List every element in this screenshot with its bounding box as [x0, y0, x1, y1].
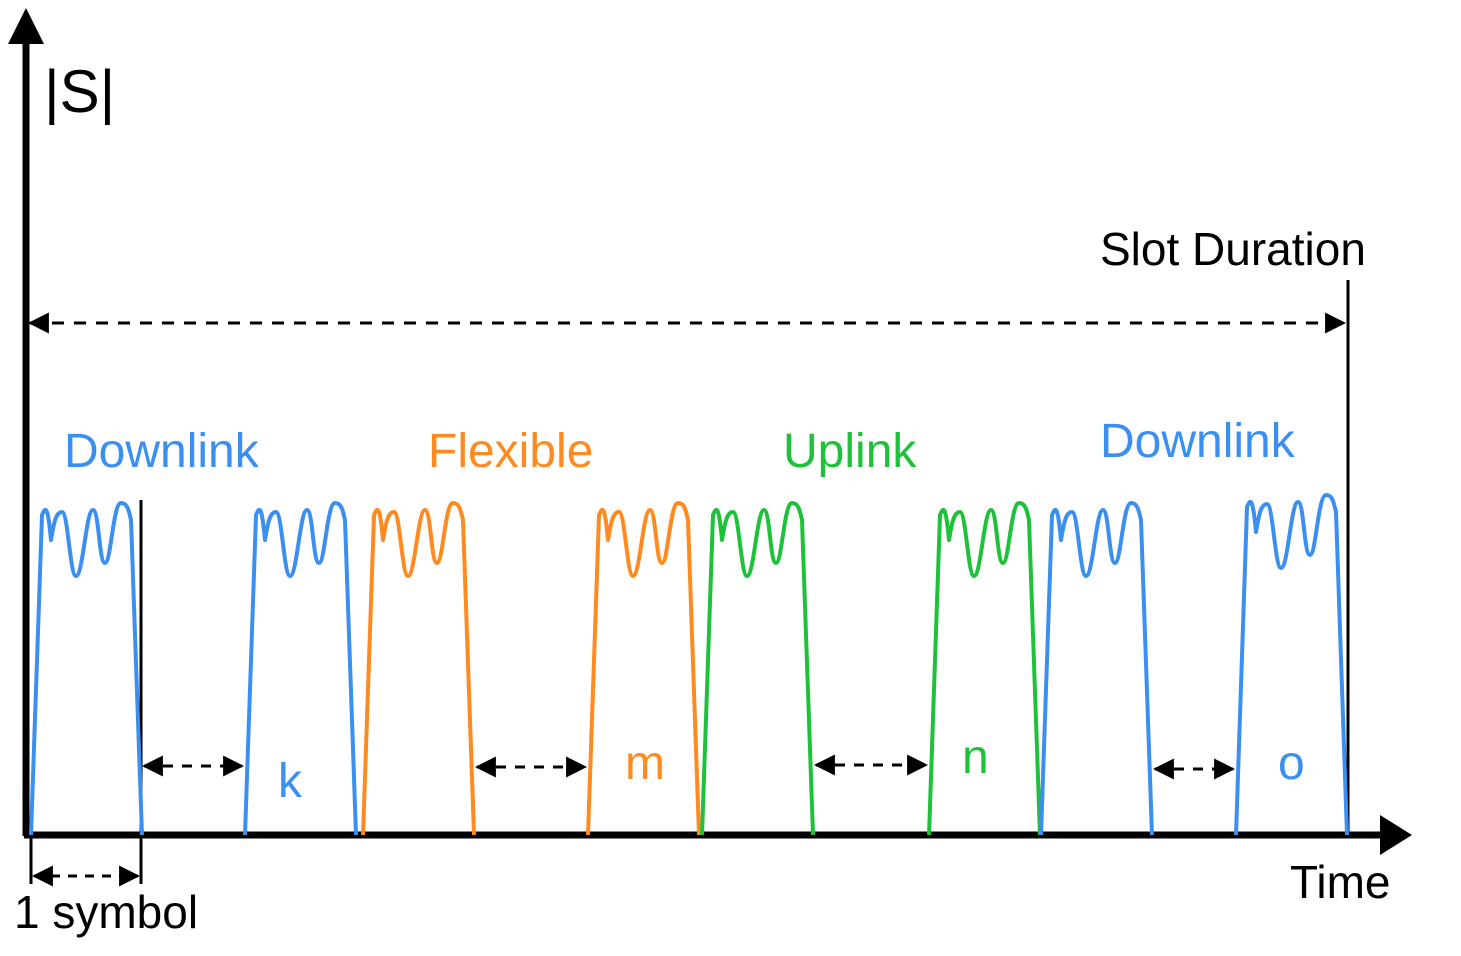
symbol-waveform-flexible-b — [586, 501, 701, 836]
index-label-n: n — [962, 731, 989, 784]
y-axis-arrowhead — [8, 8, 44, 44]
symbol-waveform-uplink-a — [700, 501, 815, 836]
symbol-waveform-flexible-a — [361, 501, 476, 836]
group-title-uplink: Uplink — [783, 425, 917, 478]
slot-duration-label: Slot Duration — [1100, 223, 1366, 275]
index-label-m: m — [625, 737, 665, 790]
symbol-waveform-downlink-2b — [1234, 493, 1349, 836]
symbol-waveform-downlink-1a — [29, 501, 144, 836]
index-label-k: k — [278, 755, 303, 808]
waveform-layer — [29, 493, 1349, 836]
symbol-waveform-downlink-1b — [243, 501, 358, 836]
x-axis-arrowhead — [1380, 815, 1412, 855]
index-label-o: o — [1278, 737, 1305, 790]
group-title-downlink-1: Downlink — [64, 425, 260, 478]
symbol-waveform-uplink-b — [927, 501, 1042, 836]
symbol-label: 1 symbol — [14, 886, 198, 938]
group-title-flexible: Flexible — [428, 425, 593, 478]
x-axis-label: Time — [1290, 856, 1391, 908]
symbol-waveform-downlink-2a — [1039, 501, 1154, 836]
group-title-downlink-2: Downlink — [1100, 415, 1296, 468]
y-axis-label: |S| — [44, 58, 115, 125]
